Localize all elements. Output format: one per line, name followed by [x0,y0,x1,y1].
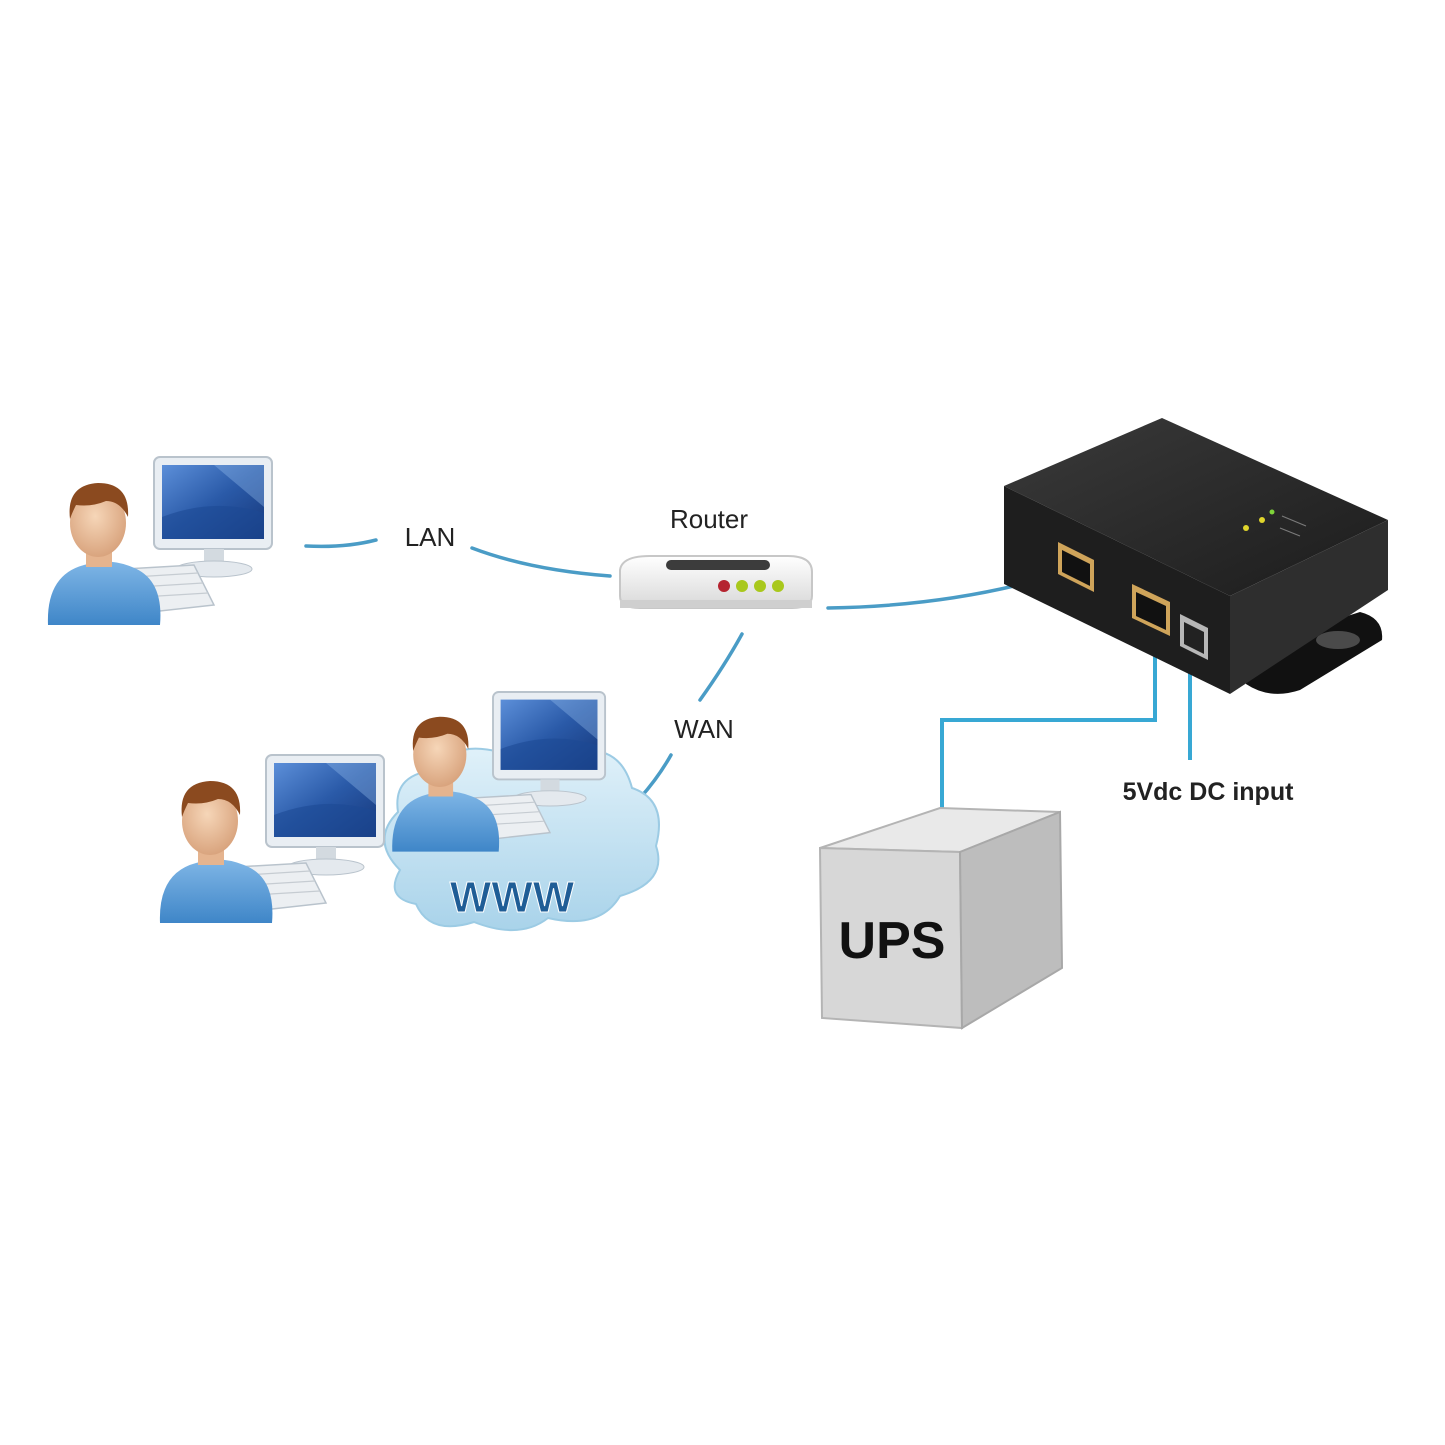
www-label: WWW [450,873,575,922]
lan-user-workstation [46,456,274,626]
router-led-3 [772,580,784,592]
device-led-1 [1243,525,1249,531]
dc-input-label: 5Vdc DC input [1123,778,1295,806]
router-led-red [718,580,730,592]
network-adapter-icon [1004,418,1388,694]
ups-cable [940,612,1157,808]
lan-label: LAN [405,522,456,552]
wan-label: WAN [674,714,734,744]
router-led-1 [736,580,748,592]
cables [304,538,1192,808]
ethernet-port-2 [1132,584,1170,636]
ethernet-port-1 [1058,542,1094,592]
lan-cable-left [304,538,378,549]
wan-cable-top [698,632,744,702]
dc-input-port [1180,614,1208,660]
device-led-3 [1269,509,1275,515]
wan-cable-bottom [638,753,673,800]
device-led-2 [1259,517,1265,523]
lan-cable-right [470,546,612,578]
router-label: Router [670,504,748,534]
www-user-workstation-left [158,754,385,924]
router-icon [619,555,813,609]
ups-label: UPS [839,912,946,970]
ups-box-icon [818,806,1064,1030]
router-led-2 [754,580,766,592]
